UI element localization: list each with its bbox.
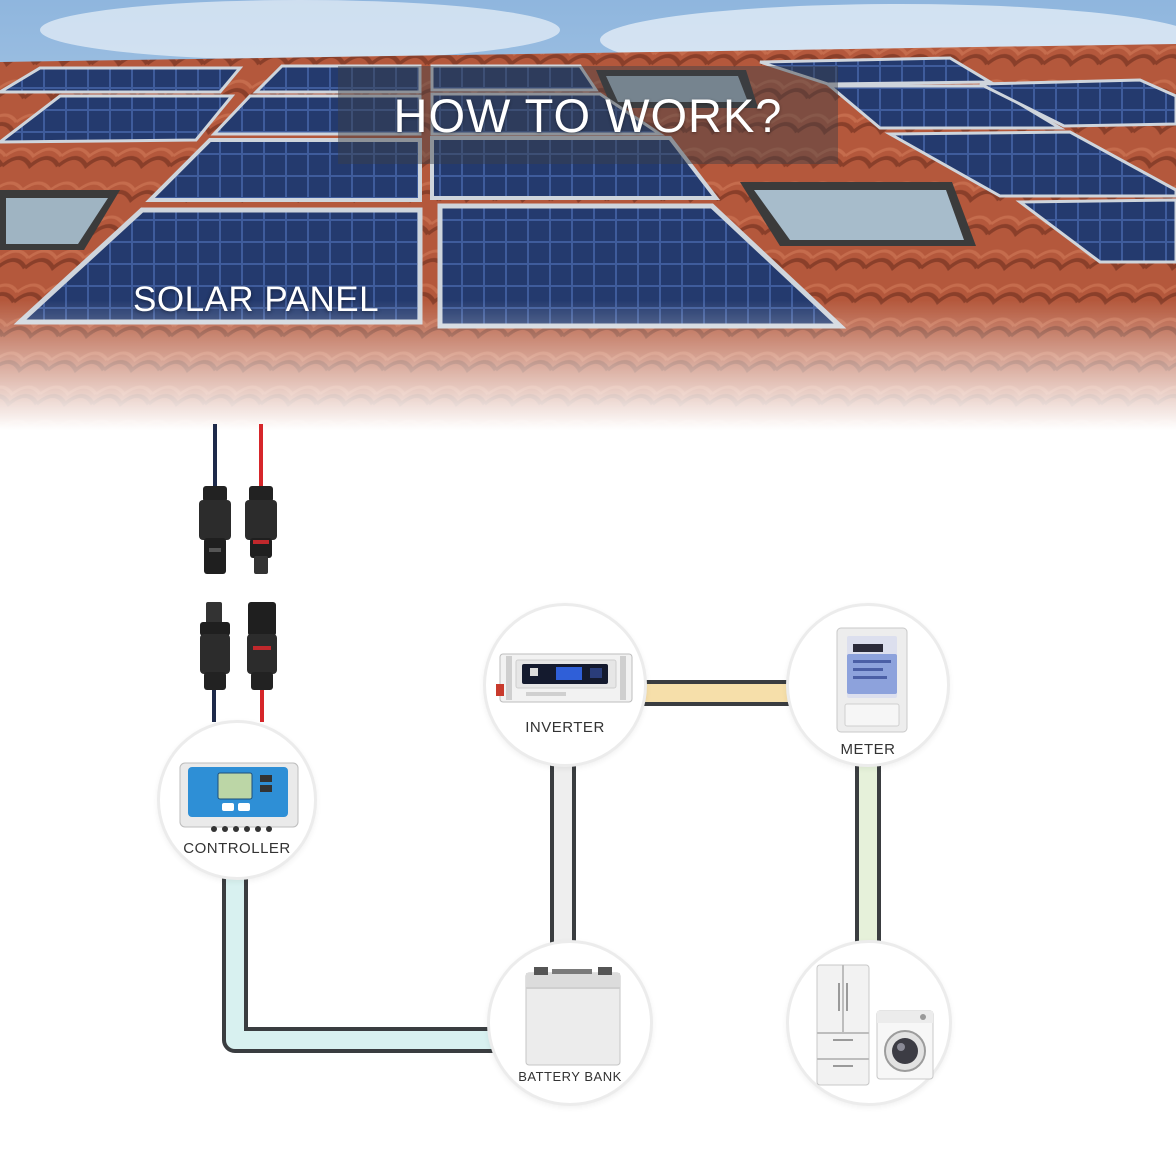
home-appliances-icon <box>816 964 934 1086</box>
cable-controller-to-battery <box>226 878 500 1049</box>
meter-label: METER <box>840 741 896 758</box>
solar-panel-label: SOLAR PANEL <box>133 280 380 319</box>
mc4-connector-bottom-negative <box>200 602 230 690</box>
controller-label: CONTROLLER <box>183 840 291 857</box>
mc4-connector-top-negative <box>199 486 231 574</box>
battery-icon <box>525 967 621 1066</box>
mc4-connector-bottom-positive <box>247 602 277 690</box>
appliances-node <box>786 940 952 1106</box>
controller-node: CONTROLLER <box>157 720 317 880</box>
page-title: HOW TO WORK? <box>393 89 783 142</box>
battery-node: BATTERY BANK <box>487 940 653 1106</box>
solar-roof-photo <box>0 0 1176 430</box>
battery-label: BATTERY BANK <box>518 1069 622 1084</box>
title-backdrop <box>338 66 838 164</box>
meter-node: METER <box>786 603 950 767</box>
inverter-icon <box>496 653 633 703</box>
mc4-connector-top-positive <box>245 486 277 574</box>
electric-meter-icon <box>836 627 908 733</box>
cable-controller-to-battery-outline <box>222 878 500 1053</box>
inverter-label: INVERTER <box>525 719 605 736</box>
charge-controller-icon <box>179 762 299 832</box>
inverter-node: INVERTER <box>483 603 647 767</box>
